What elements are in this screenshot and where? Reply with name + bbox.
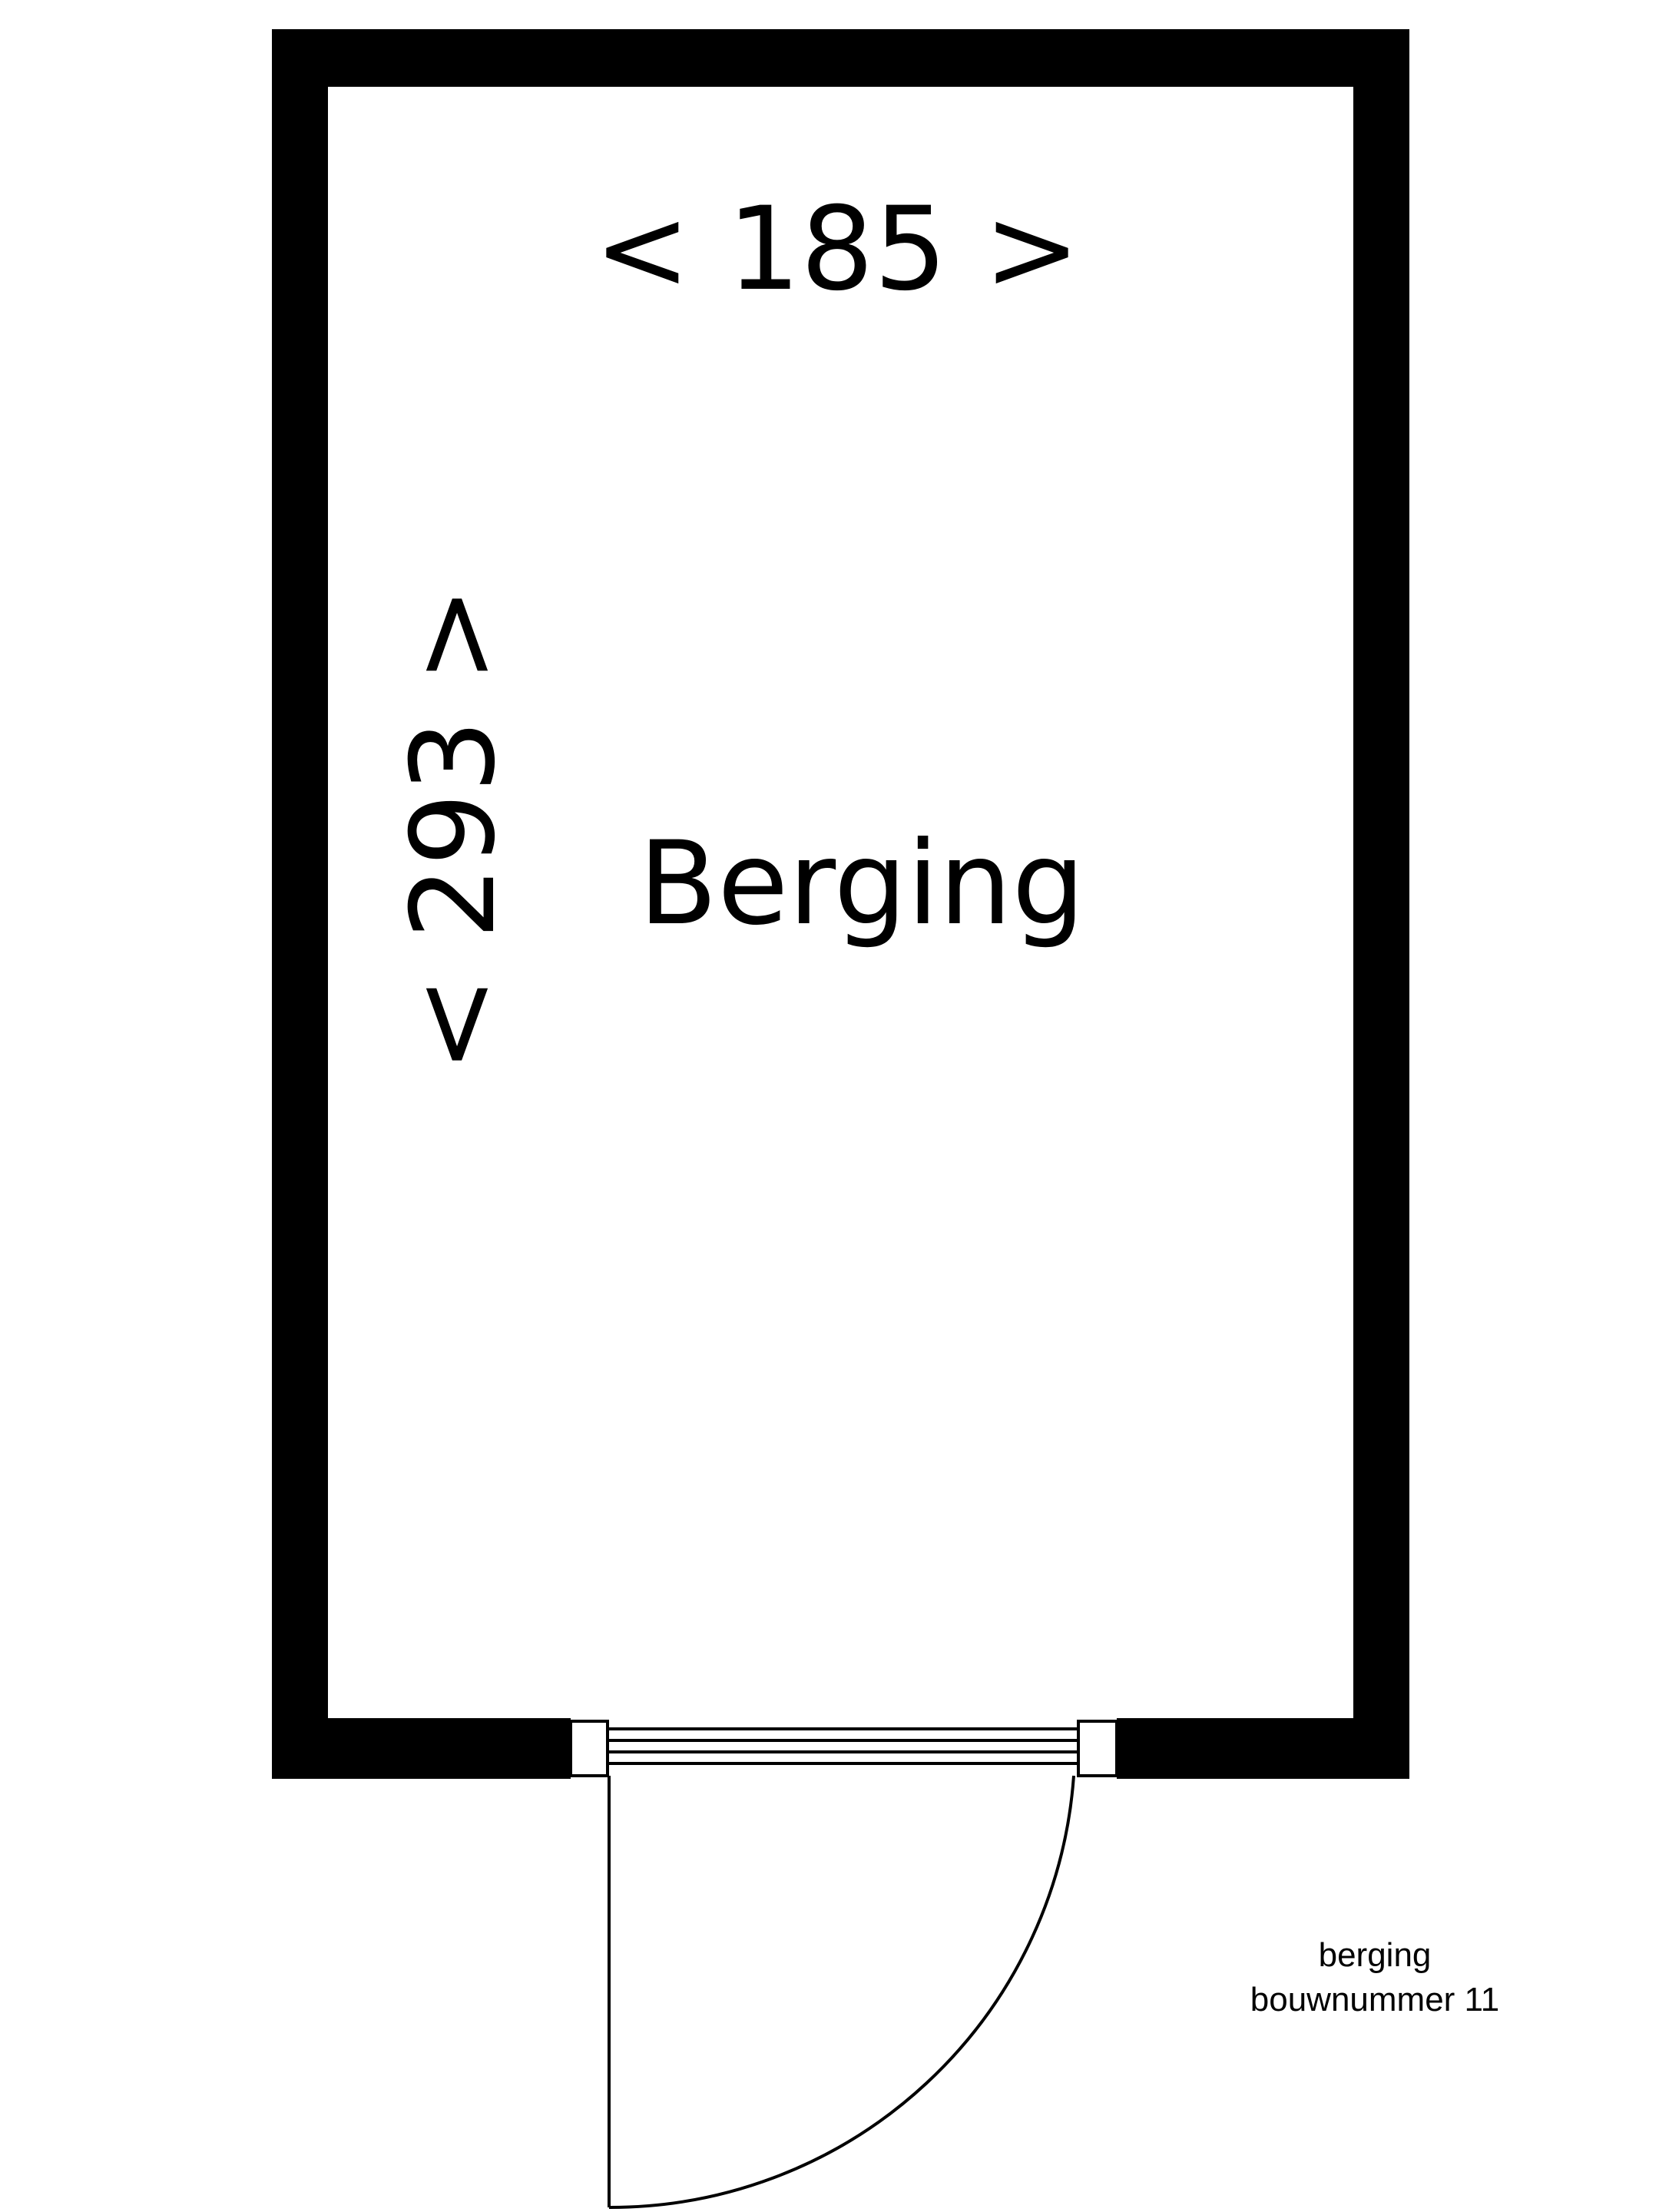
caption: berging bouwnummer 11 [1250,1936,1499,2018]
wall-left [272,29,328,1779]
room-label: Berging [638,817,1084,951]
door-jamb-right [1077,1720,1118,1777]
caption-line-2: bouwnummer 11 [1250,1981,1499,2018]
door [569,1720,1118,2210]
wall-bottom-right [1117,1718,1409,1779]
depth-dimension: < 293 > [387,586,521,1072]
width-dimension: < 185 > [594,183,1080,316]
wall-top [272,29,1409,87]
door-swing-arc [608,1775,1075,2210]
walls [272,29,1409,1779]
caption-line-1: berging [1319,1936,1432,1974]
door-jamb-left [569,1720,609,1777]
wall-bottom-left [272,1718,571,1779]
wall-right [1353,29,1409,1779]
